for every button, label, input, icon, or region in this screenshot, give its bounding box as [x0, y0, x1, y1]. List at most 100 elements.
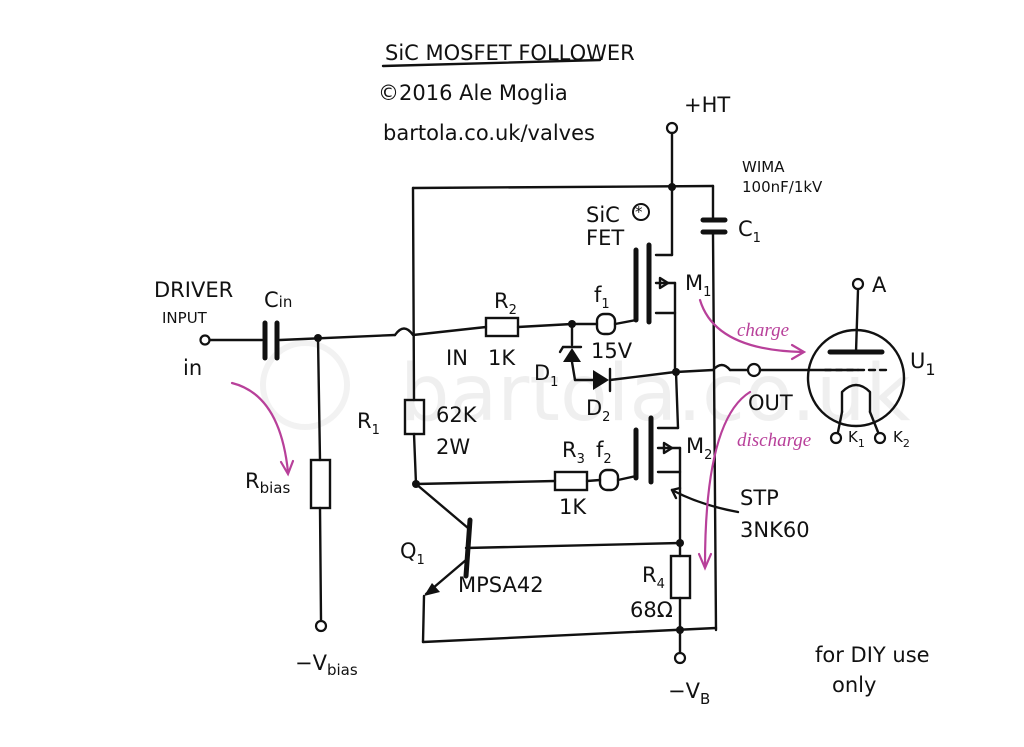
rbias-arrow [230, 381, 290, 474]
k1-lead [836, 410, 844, 434]
resistor-r1 [403, 186, 426, 486]
valve-cathode [840, 383, 872, 414]
mosfet-m2 [633, 370, 682, 558]
wire-r1-bottom [412, 432, 418, 486]
m1-label: M1 [685, 271, 711, 300]
out-label: OUT [748, 391, 793, 415]
charge-arrow-head [790, 343, 807, 361]
f2-label: f2 [596, 438, 612, 467]
ferrite-f2 [598, 468, 638, 492]
wire-out-c1 [674, 368, 715, 374]
vb-terminal [673, 651, 687, 665]
rbias-arrow-head [279, 459, 295, 477]
stp-label: STP [740, 486, 779, 510]
wire-crossover-out [711, 363, 732, 372]
q1-base-wire [464, 541, 682, 550]
stp-value: 3NK60 [740, 518, 810, 542]
rbias-body [309, 458, 332, 510]
title-underline [381, 58, 602, 68]
wire-to-r2 [411, 325, 488, 337]
r3-body [553, 470, 589, 492]
title-block: SiC MOSFET FOLLOWER ©2016 Ale Moglia bar… [378, 41, 635, 145]
wire-d1-bottom [570, 360, 577, 382]
diy-note-line1: for DIY use [815, 643, 930, 667]
k1-terminal [829, 431, 843, 445]
wire-r3-f2 [585, 478, 602, 483]
d1-triangle [563, 348, 581, 362]
fet-label: FET [586, 226, 624, 250]
wire-rbias-top [316, 336, 322, 462]
r2-value: 1K [488, 346, 516, 370]
wire-cin-bridge [278, 333, 397, 342]
cin-label: Cin [264, 288, 292, 312]
asterisk-icon [632, 203, 650, 221]
r1-power: 2W [436, 435, 470, 459]
watermark: bartola.co.uk [400, 349, 911, 439]
sic-label: SiC [586, 203, 620, 227]
wire-crossover [393, 327, 415, 337]
stp-pointer [670, 488, 740, 514]
input-terminal [199, 334, 211, 346]
q1-label: Q1 [400, 539, 425, 568]
q1-collector [414, 482, 470, 530]
k2-label: K2 [893, 428, 910, 450]
wire-d2-right [608, 370, 677, 382]
vbias-label: −Vbias [295, 651, 358, 679]
transistor-q1 [414, 482, 718, 644]
d2-triangle [593, 370, 609, 390]
m1-body-arrow [658, 276, 670, 290]
wire-rbias-bottom [318, 506, 323, 622]
q1-value: MPSA42 [458, 573, 544, 597]
f1-label: f1 [594, 283, 610, 312]
capacitor-cin [262, 320, 280, 361]
discharge-arrow-head [697, 552, 713, 571]
m2-body-arrow [662, 441, 674, 455]
valve-u1 [806, 277, 906, 445]
asterisk-mark: * [635, 203, 643, 221]
wire-c1-bottom [711, 232, 718, 632]
r3-value: 1K [559, 495, 587, 519]
discharge-arrow [703, 390, 752, 567]
r4-label: R4 [642, 563, 665, 592]
annotation-arrows [230, 298, 807, 571]
vbias-terminal [314, 619, 328, 633]
website-text: bartola.co.uk/valves [383, 121, 595, 145]
driver-label: DRIVER [154, 278, 233, 302]
k2-terminal [873, 431, 887, 445]
r1-label: R1 [357, 409, 380, 438]
copyright-text: ©2016 Ale Moglia [378, 81, 568, 105]
input-label: INPUT [162, 309, 208, 327]
wire-to-r3 [414, 479, 557, 486]
watermark-logo [260, 340, 350, 430]
r2-label: R2 [494, 289, 517, 318]
wire-q1-down [421, 594, 426, 644]
discharge-label: discharge [737, 430, 811, 451]
zener-d1 [558, 322, 583, 382]
c1-label: C1 [738, 217, 761, 246]
r3-label: R3 [562, 438, 585, 467]
ht-label: +HT [684, 93, 730, 117]
resistor-r4 [669, 554, 692, 654]
valve-anode-lead [854, 288, 860, 354]
ferrite-f1 [570, 312, 638, 336]
rbias-label: Rbias [245, 469, 290, 497]
wire-r1-top [411, 186, 416, 402]
wire-top-rail [411, 184, 715, 190]
junction-q1-base [676, 539, 684, 547]
anode-label: A [872, 273, 887, 297]
d2-label: D2 [586, 396, 610, 425]
r4-value: 68Ω [630, 598, 673, 622]
ht-terminal [665, 121, 679, 135]
r4-body [669, 554, 692, 600]
charge-label: charge [737, 320, 789, 341]
wima-value: 100nF/1kV [742, 178, 823, 196]
vb-label: −VB [668, 679, 710, 708]
d1-value: 15V [591, 339, 633, 363]
anode-terminal [851, 277, 865, 291]
u1-label: U1 [910, 349, 936, 379]
capacitor-c1 [700, 184, 728, 632]
wire-r2-f1 [516, 322, 574, 329]
q1-emitter-arrow [424, 583, 440, 596]
m2-label: M2 [686, 434, 712, 463]
